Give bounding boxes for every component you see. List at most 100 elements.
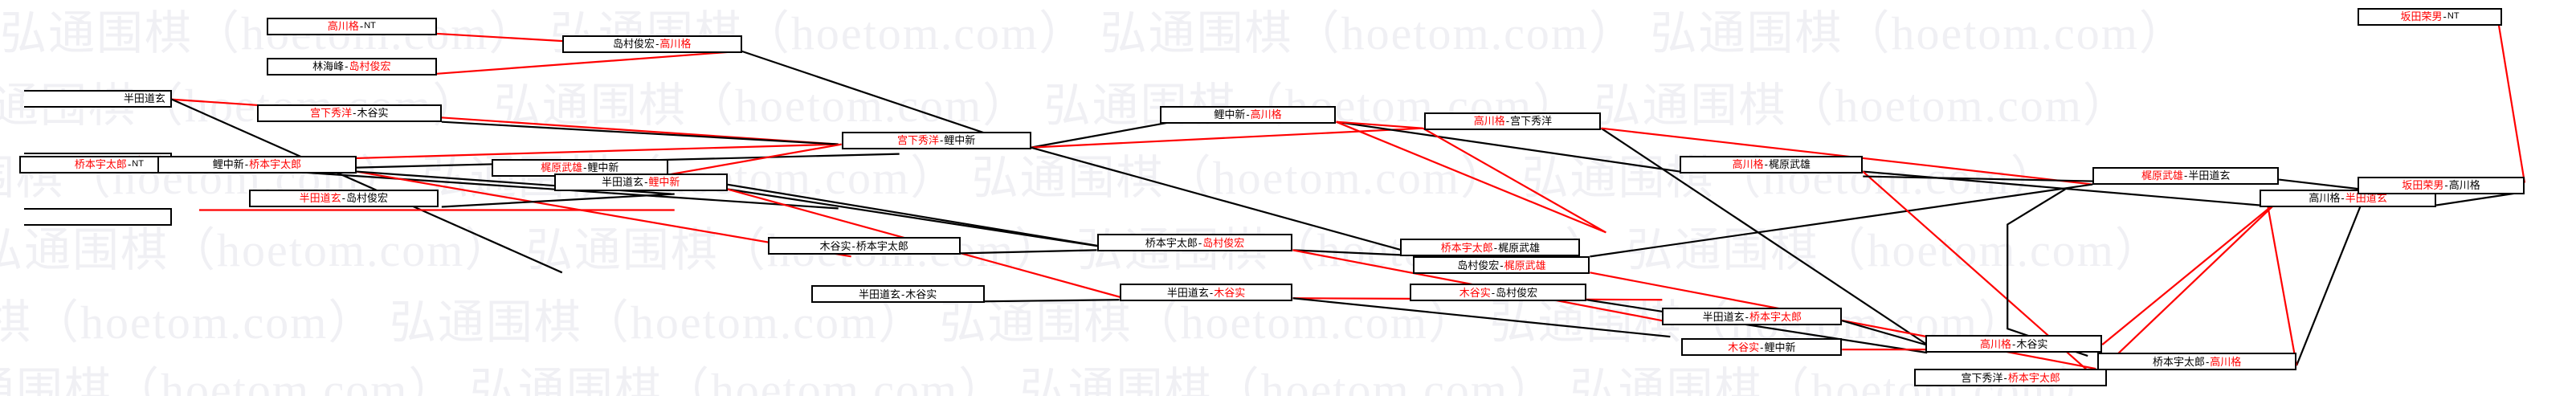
round-tag: NT <box>132 159 144 169</box>
connector-line <box>1292 250 1400 255</box>
match-box[interactable]: 桥本宇太郎-高川格 <box>2097 353 2297 371</box>
player-name-left: 高川格 <box>327 20 359 33</box>
player-name-right: 岛村俊宏 <box>349 60 391 73</box>
connector-line <box>1842 320 1925 345</box>
connector-line <box>2296 205 2361 365</box>
match-box[interactable]: 林海峰-岛村俊宏 <box>266 57 437 76</box>
match-box[interactable]: 宫下秀洋-桥本宇太郎 <box>1914 369 2108 387</box>
player-name-left: 半田道玄 <box>1702 310 1745 323</box>
match-box[interactable]: 高川格-木谷实 <box>1925 335 2103 353</box>
player-name-right: 半田道玄 <box>2345 192 2387 205</box>
player-name-right: 岛村俊宏 <box>1202 236 1245 249</box>
player-name-left: 岛村俊宏 <box>613 38 655 51</box>
connector-line <box>172 100 562 273</box>
versus-separator: - <box>127 158 132 171</box>
player-name-right: 高川格 <box>659 38 692 51</box>
player-name-left: 坂田荣男 <box>2402 179 2444 192</box>
connector-line <box>1336 122 1606 233</box>
player-name-left: 鲤中新 <box>212 158 244 171</box>
player-name-left: 半田道玄 <box>299 192 341 205</box>
match-box[interactable]: 半田道玄-岛村俊宏 <box>248 189 439 207</box>
connector-line <box>2279 180 2361 190</box>
match-box[interactable]: 高川格-梶原武雄 <box>1680 155 1864 174</box>
match-box[interactable]: 鲤中新-高川格 <box>1159 105 1337 124</box>
connector-line <box>2268 205 2296 365</box>
connector-line <box>985 300 1120 301</box>
player-name-right: 高川格 <box>1250 108 1282 121</box>
player-name-right: 桥本宇太郎 <box>249 158 302 171</box>
match-box[interactable]: 木谷实-岛村俊宏 <box>1410 284 1587 302</box>
player-name-right: 桥本宇太郎 <box>855 239 908 252</box>
round-tag: NT <box>2447 11 2460 22</box>
player-name-right: 鲤中新 <box>587 161 619 174</box>
player-name-left: 坂田荣男 <box>2400 10 2443 23</box>
match-box[interactable]: 岛村俊宏-高川格 <box>561 35 742 53</box>
player-name-left: 宫下秀洋 <box>896 134 939 147</box>
round-tag: NT <box>364 21 376 31</box>
connector-line <box>2007 190 2088 357</box>
connector-line <box>668 145 842 175</box>
player-name-right: 木谷实 <box>905 288 937 300</box>
connector-line <box>1863 172 2104 385</box>
match-box[interactable]: 半田道玄-桥本宇太郎 <box>1662 308 1843 326</box>
versus-separator: - <box>1209 286 1214 299</box>
match-box[interactable]: 桥本宇太郎-NT <box>18 155 199 174</box>
match-box[interactable]: 木谷实-鲤中新 <box>1681 338 1843 357</box>
player-name-left: 半田道玄 <box>123 92 165 105</box>
player-name-left: 宫下秀洋 <box>1961 371 2003 384</box>
match-box[interactable] <box>23 208 172 227</box>
player-name-right: 木谷实 <box>357 107 389 120</box>
connector-line <box>961 250 1097 253</box>
player-name-left: 半田道玄 <box>858 288 900 300</box>
player-name-left: 半田道玄 <box>602 176 644 189</box>
player-name-right: 高川格 <box>2210 355 2242 368</box>
match-box[interactable]: 宫下秀洋-木谷实 <box>256 104 442 122</box>
player-name-right: 梶原武雄 <box>1768 158 1811 171</box>
match-box[interactable]: 桥本宇太郎-梶原武雄 <box>1400 239 1581 257</box>
match-box[interactable]: 坂田荣男-高川格 <box>2358 176 2525 194</box>
player-name-right: 桥本宇太郎 <box>1749 310 1802 323</box>
player-name-left: 木谷实 <box>1728 341 1760 353</box>
match-box[interactable]: 梶原武雄-半田道玄 <box>2092 166 2280 185</box>
player-name-right: 梶原武雄 <box>1498 241 1541 254</box>
connector-line <box>1863 177 2092 182</box>
match-box[interactable]: 鲤中新-桥本宇太郎 <box>157 155 357 174</box>
match-box[interactable]: 桥本宇太郎-岛村俊宏 <box>1096 234 1293 252</box>
player-name-right: 鲤中新 <box>648 176 680 189</box>
match-box[interactable]: 坂田荣男-NT <box>2358 7 2503 26</box>
match-box[interactable]: 高川格-宫下秀洋 <box>1424 112 1602 130</box>
player-name-right: 木谷实 <box>1214 286 1246 299</box>
match-box[interactable]: 岛村俊宏-梶原武雄 <box>1413 256 1590 275</box>
match-box[interactable]: 宫下秀洋-鲤中新 <box>841 131 1031 149</box>
player-name-right: 桥本宇太郎 <box>2007 371 2060 384</box>
versus-separator: - <box>1246 108 1250 121</box>
watermark-text: 弘通围棋（hoetom.com） 弘通围棋（hoetom.com） 弘通围棋（h… <box>0 80 2131 132</box>
connector-line <box>1031 129 1423 148</box>
match-box[interactable]: 半田道玄 <box>23 89 172 108</box>
player-name-left: 高川格 <box>1473 115 1505 128</box>
player-name-right: 岛村俊宏 <box>346 192 389 205</box>
connector-line <box>1336 122 1423 129</box>
connector-line <box>1292 298 1670 337</box>
match-box[interactable]: 半田道玄-鲤中新 <box>553 173 728 191</box>
player-name-left: 半田道玄 <box>1166 286 1209 299</box>
connector-line <box>1031 122 1173 148</box>
player-name-right: 鲤中新 <box>944 134 976 147</box>
player-name-left: 林海峰 <box>312 60 345 73</box>
player-name-right: 梶原武雄 <box>1504 259 1546 271</box>
connector-line <box>442 194 675 207</box>
player-name-left: 岛村俊宏 <box>1457 259 1500 271</box>
match-box[interactable]: 木谷实-桥本宇太郎 <box>767 237 961 255</box>
player-name-right: 高川格 <box>2448 179 2480 192</box>
match-box[interactable]: 高川格-NT <box>266 17 437 35</box>
player-name-left: 木谷实 <box>1459 286 1491 299</box>
player-name-left: 桥本宇太郎 <box>2152 355 2205 368</box>
match-box[interactable]: 半田道玄-木谷实 <box>810 285 985 304</box>
player-name-left: 梶原武雄 <box>541 161 583 174</box>
match-box[interactable]: 半田道玄-木谷实 <box>1119 284 1293 302</box>
connector-line <box>2499 26 2525 183</box>
player-name-left: 高川格 <box>1732 158 1764 171</box>
player-name-left: 高川格 <box>2309 192 2341 205</box>
versus-separator: - <box>2443 10 2447 23</box>
